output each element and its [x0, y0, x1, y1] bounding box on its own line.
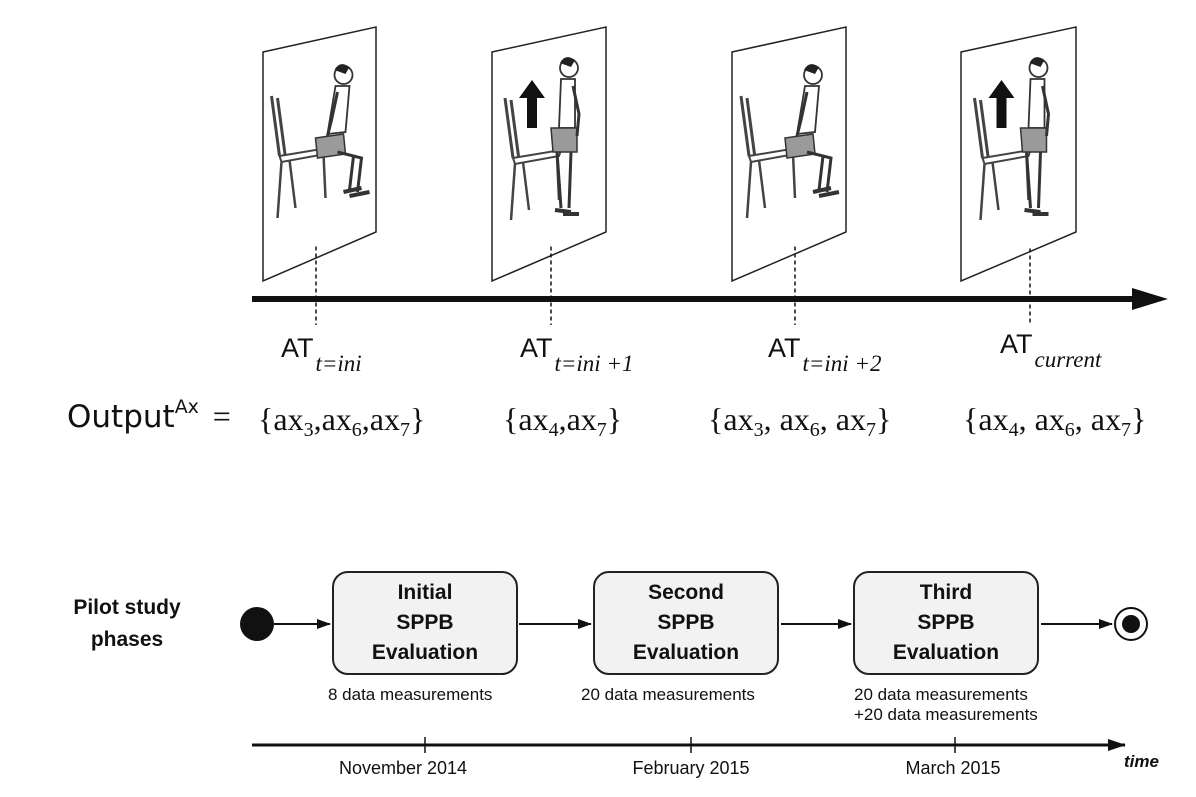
top-timeline-arrowhead [1132, 288, 1168, 310]
panel-2 [491, 26, 607, 325]
output-set-2: {ax4,ax7} [503, 401, 623, 441]
date-march-2015: March 2015 [905, 758, 1001, 778]
person-sitting-figure [739, 64, 840, 220]
time-axis-label: time [1124, 752, 1159, 771]
end-node-inner [1122, 615, 1140, 633]
output-set-4: {ax4, ax6, ax7} [963, 401, 1147, 441]
person-standing-figure [503, 57, 581, 222]
start-node [240, 607, 274, 641]
measure-third: 20 data measurements +20 data measuremen… [854, 685, 1038, 724]
at-label-3: ATt=ini +2 [768, 333, 882, 376]
up-arrow-icon [519, 80, 545, 128]
person-sitting-figure [270, 64, 370, 220]
at-label-4: ATcurrent [1000, 329, 1102, 372]
pilot-study-title: Pilot study phases [73, 596, 181, 651]
panel-4 [960, 26, 1077, 325]
measure-second: 20 data measurements [581, 685, 755, 704]
at-label-2: ATt=ini +1 [520, 333, 634, 376]
panel-1 [262, 26, 377, 325]
panel-3 [731, 26, 847, 325]
date-february-2015: February 2015 [632, 758, 750, 778]
output-label: OutputAx = [67, 396, 231, 436]
up-arrow-icon [988, 80, 1015, 128]
person-standing-figure [973, 57, 1051, 222]
phase-box-initial: Initial SPPB Evaluation [332, 571, 518, 675]
measure-initial: 8 data measurements [328, 685, 493, 704]
phase-box-second: Second SPPB Evaluation [593, 571, 779, 675]
output-set-3: {ax3, ax6, ax7} [708, 401, 892, 441]
at-label-1: ATt=ini [281, 333, 362, 376]
output-set-1: {ax3,ax6,ax7} [258, 401, 426, 441]
phase-box-third: Third SPPB Evaluation [853, 571, 1039, 675]
date-november-2014: November 2014 [338, 758, 468, 778]
